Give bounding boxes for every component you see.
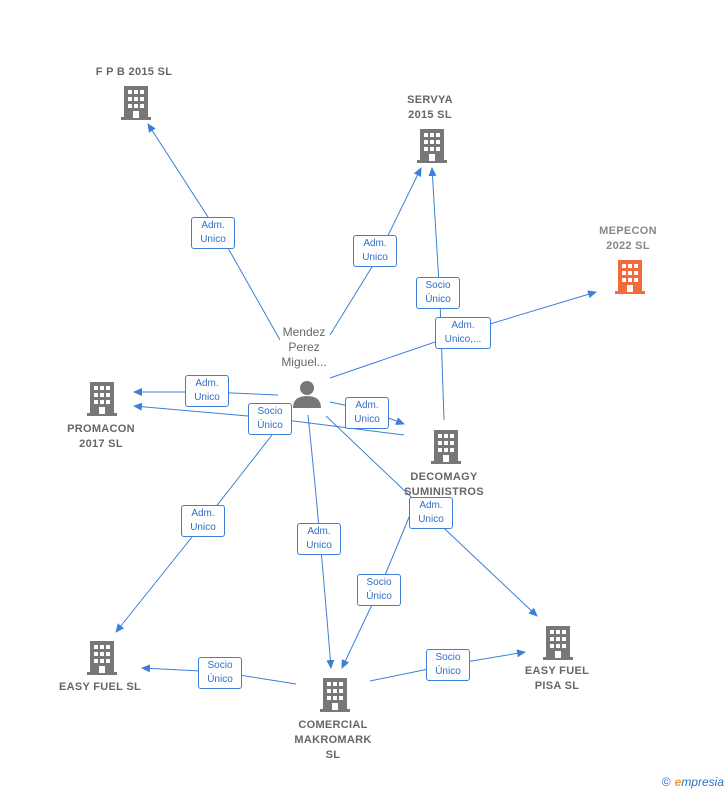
brand-logo-text: mpresia	[681, 775, 724, 789]
edge-label-person-decomagy[interactable]: Adm.Unico	[345, 397, 389, 429]
building-icon-comercial	[320, 678, 350, 712]
building-icon-servya	[417, 129, 447, 163]
building-icon-easyfuelpisa	[543, 626, 573, 660]
brand-logo-initial: e	[674, 775, 682, 789]
building-icon-decomagy	[431, 430, 461, 464]
brand-footer: ©empresia	[662, 775, 724, 789]
node-label-easyfuel[interactable]: EASY FUEL SL	[58, 681, 142, 693]
building-icon-promacon	[87, 382, 117, 416]
edge-label-person-promacon[interactable]: Adm.Unico	[185, 375, 229, 407]
building-icon-mepecon	[615, 260, 645, 294]
node-label-easyfuelpisa[interactable]: EASY FUEL PISA SL	[524, 665, 590, 692]
edge-label-person-comercial[interactable]: Adm.Unico	[297, 523, 341, 555]
edge-label-person-easyfuel[interactable]: Adm.Unico	[181, 505, 225, 537]
node-label-fpb[interactable]: F P B 2015 SL	[95, 66, 173, 78]
edge-label-person-mepecon[interactable]: Adm.Unico,...	[435, 317, 491, 349]
node-label-decomagy[interactable]: DECOMAGY SUMINISTROS	[404, 471, 484, 498]
node-label-servya[interactable]: SERVYA 2015 SL	[407, 94, 453, 121]
node-label-comercial[interactable]: COMERCIAL MAKROMARK SL	[294, 719, 372, 761]
building-icon-fpb	[121, 86, 151, 120]
node-label-promacon[interactable]: PROMACON 2017 SL	[67, 423, 135, 450]
edge-label-person-easyfuelpisa[interactable]: Adm.Unico	[409, 497, 453, 529]
person-label[interactable]: Mendez Perez Miguel...	[281, 325, 327, 369]
node-label-mepecon[interactable]: MEPECON 2022 SL	[599, 225, 657, 252]
edge-label-person-servya[interactable]: Adm.Unico	[353, 235, 397, 267]
copyright-symbol: ©	[661, 775, 671, 789]
building-icon-easyfuel	[87, 641, 117, 675]
person-icon	[293, 381, 321, 408]
edge-label-person-fpb[interactable]: Adm.Unico	[191, 217, 235, 249]
